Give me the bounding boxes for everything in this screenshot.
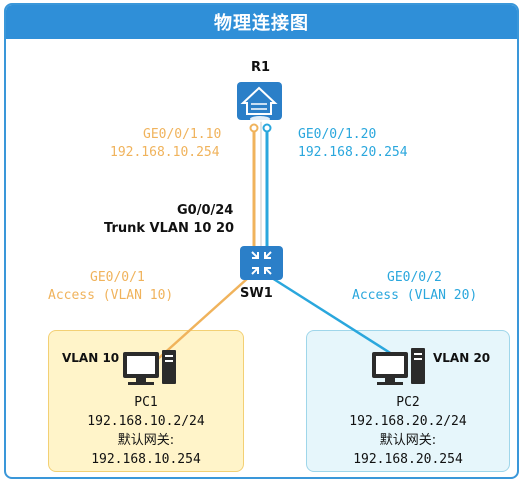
pc2-vlan-tag: VLAN 20 [433, 351, 491, 365]
switch-mode-pc1: Access (VLAN 10) [48, 288, 174, 303]
pc1-ip: 192.168.10.2/24 [87, 414, 205, 429]
router-if-vlan10: GE0/0/1.10 [143, 127, 222, 142]
vlan20-group-box [306, 330, 510, 472]
diagram-frame: 物理连接图 [4, 3, 519, 479]
switch-mode-pc2: Access (VLAN 20) [352, 288, 478, 303]
switch-icon [240, 246, 283, 280]
pc1-icon [123, 350, 176, 385]
pc1-gateway: 192.168.10.254 [91, 452, 201, 467]
pc2-gateway: 192.168.20.254 [353, 452, 463, 467]
router-if-vlan20: GE0/0/1.20 [298, 127, 377, 142]
router-icon [237, 82, 282, 122]
r1-port-vlan10 [249, 123, 259, 133]
r1-port-vlan20 [262, 123, 272, 133]
switch-port-pc1: GE0/0/1 [90, 270, 145, 285]
router-ip-vlan10: 192.168.10.254 [110, 145, 220, 160]
access-link-pc2 [271, 276, 396, 358]
switch-port-pc2: GE0/0/2 [387, 270, 442, 285]
pc2-gateway-label: 默认网关: [379, 433, 437, 448]
router-ip-vlan20: 192.168.20.254 [298, 145, 408, 160]
switch-name: SW1 [240, 286, 273, 301]
pc2-name: PC2 [396, 395, 420, 410]
switch-uplink-mode: Trunk VLAN 10 20 [104, 221, 235, 236]
router-name: R1 [251, 60, 271, 75]
switch-uplink-port: G0/0/24 [177, 203, 234, 218]
pc1-name: PC1 [134, 395, 158, 410]
pc2-ip: 192.168.20.2/24 [349, 414, 467, 429]
pc1-vlan-tag: VLAN 10 [62, 351, 120, 365]
diagram-title: 物理连接图 [6, 5, 517, 39]
pc2-icon [372, 348, 425, 385]
pc1-gateway-label: 默认网关: [117, 433, 175, 448]
